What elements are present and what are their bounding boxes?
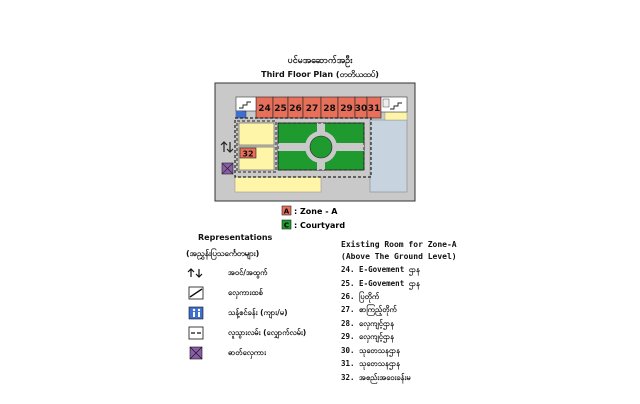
rep-item-stairs: လှေကားထစ် (228, 288, 263, 297)
room-list-item: 27. စာကြည့်တိုက် (341, 305, 397, 314)
existing-rooms-heading: Existing Room for Zone-A (Above The Grou… (341, 239, 457, 263)
top-right-yellow (384, 111, 408, 121)
room-list-item: 26. ပြတိုက် (341, 292, 380, 301)
elevator-icon-plan (221, 162, 234, 175)
room-label-31: 31 (368, 104, 381, 114)
room-label-32: 32 (242, 150, 253, 159)
room-list-item: 29. လှေကျင့်ဌာန (341, 332, 394, 341)
existing-rooms-heading-line1: Existing Room for Zone-A (341, 240, 457, 249)
plan-title-english: Third Floor Plan (တတိယထပ်) (261, 70, 379, 79)
room-32-box[interactable] (239, 147, 257, 159)
room-label-30: 30 (355, 104, 368, 114)
room-label-29: 29 (340, 104, 353, 114)
blue-gray-area (369, 119, 408, 193)
room-list-item: 31. သုတေသနဌာန (341, 359, 400, 368)
room-list-item: 32. အစည်းအဝေးခန်းမ (341, 373, 411, 382)
zone-a-key (281, 205, 292, 216)
entrance-arrows-icon (220, 141, 234, 153)
zone-a-key-label: : Zone - A (294, 207, 338, 216)
stairs-icon (188, 286, 204, 300)
representations-subheading: (အညွှန်းပြသင်္ကေတများ) (186, 249, 260, 258)
courtyard-key (281, 219, 292, 230)
room-list-item: 24. E-Govement ဌာန (341, 265, 420, 274)
room-list-item: 30. သုတေသနဌာန (341, 346, 400, 355)
bottom-yellow-strip (234, 176, 322, 193)
toilet-icon (188, 306, 204, 320)
room-label-26: 26 (289, 104, 302, 114)
courtyard-key-letter: C (284, 222, 289, 230)
corridor-outline (234, 117, 372, 178)
room-label-28: 28 (323, 104, 336, 114)
rep-item-entrance: အဝင်/အထွက် (228, 268, 268, 277)
elevator-icon (189, 346, 203, 360)
rep-item-elevator: ဓာတ်လှေကား (228, 348, 267, 357)
up-down-arrows-icon (187, 268, 203, 278)
courtyard-key-label: : Courtyard (294, 221, 345, 230)
zone-a-key-letter: A (284, 208, 290, 216)
room-label-27: 27 (306, 104, 319, 114)
room-label-25: 25 (274, 104, 287, 114)
courtyard (277, 122, 365, 171)
corridor-icon (188, 326, 204, 340)
existing-rooms-heading-line2: (Above The Ground Level) (341, 252, 457, 261)
room-list-item: 25. E-Govement ဌာန (341, 279, 420, 288)
toilet-icon-topleft (236, 111, 242, 118)
representations-heading: Representations (198, 233, 273, 242)
stairs-icon-topright (380, 96, 408, 113)
left-yellow-room-top (238, 122, 275, 146)
room-list-item: 28. လှေကျင့်ဌာန (341, 319, 394, 328)
plan-title-myanmar: ပင်မအဆောက်အဦး (287, 56, 353, 66)
room-label-24: 24 (258, 104, 271, 114)
rep-item-corridor: လူသွားလမ်း (လျှောက်လမ်း) (228, 328, 307, 337)
rep-item-toilet: သန့်စင်ခန်း (ကျား/မ) (228, 308, 288, 317)
